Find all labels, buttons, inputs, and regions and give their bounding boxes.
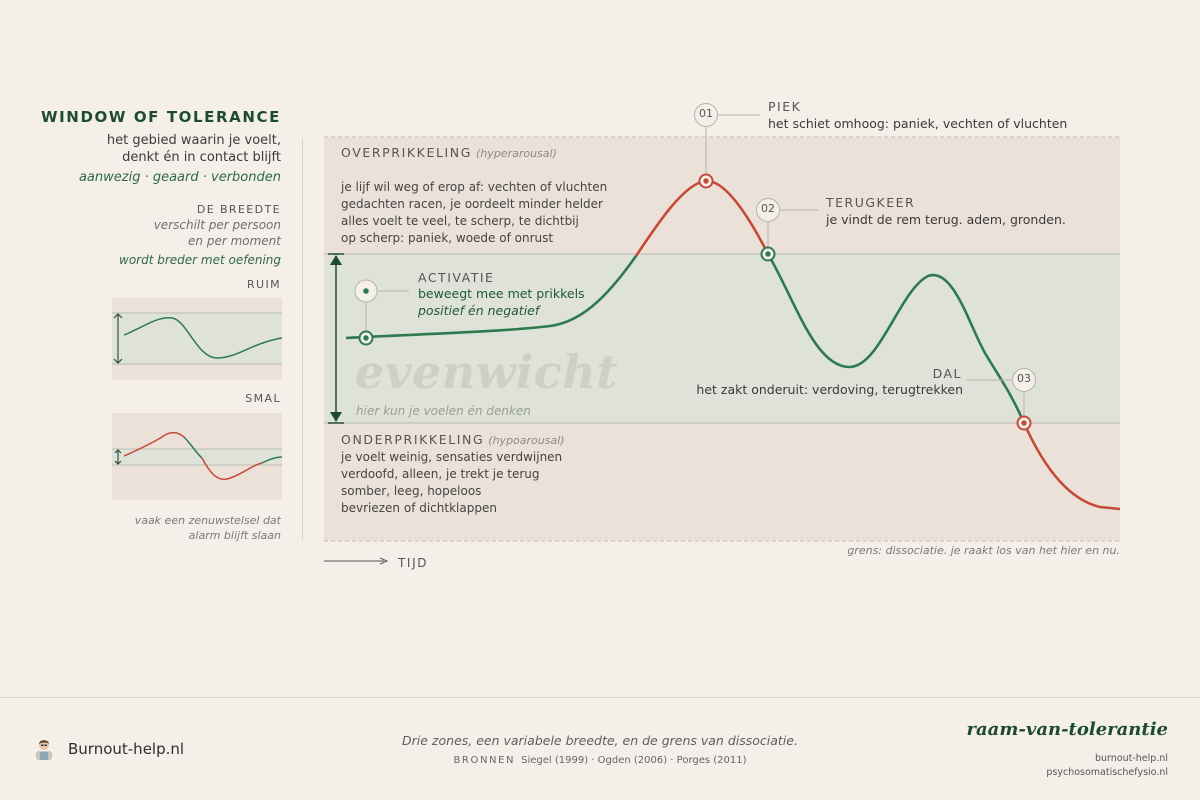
evenwicht-caption: hier kun je voelen én denken bbox=[356, 404, 531, 418]
evenwicht-watermark: evenwicht bbox=[355, 345, 618, 399]
dal-number-badge bbox=[1012, 368, 1036, 392]
sidebar-footnote: vaak een zenuwstelsel dat alarm blijft s… bbox=[135, 513, 281, 543]
arrowhead-up bbox=[330, 255, 342, 265]
over-description: je lijf wil weg of erop af: vechten of v… bbox=[341, 179, 607, 247]
footnote-line: alarm blijft slaan bbox=[188, 529, 281, 542]
sources-list: Siegel (1999) · Ogden (2006) · Porges (2… bbox=[521, 755, 747, 766]
onder-line: bevriezen of dichtklappen bbox=[341, 501, 497, 515]
dal-marker-dot bbox=[1021, 420, 1027, 426]
arrowhead-down bbox=[330, 412, 342, 422]
onder-term: (hypoarousal) bbox=[488, 434, 565, 447]
piek-heading: PIEK bbox=[768, 99, 802, 114]
diagram-slug: raam-van-tolerantie bbox=[966, 719, 1168, 740]
mini-curve-low bbox=[201, 457, 263, 481]
sidebar-subtitle-line: denkt én in contact blijft bbox=[122, 150, 281, 165]
smal-mini-diagram bbox=[112, 413, 282, 500]
over-line: gedachten racen, je oordeelt minder held… bbox=[341, 197, 603, 211]
dal-heading: DAL bbox=[932, 366, 962, 381]
footer-tagline: Drie zones, een variabele breedte, en de… bbox=[402, 733, 798, 748]
mini-arrowheads bbox=[114, 449, 122, 465]
onder-description: je voelt weinig, sensaties verdwijnen ve… bbox=[341, 449, 562, 517]
breedte-tip: wordt breder met oefening bbox=[119, 253, 281, 267]
url-psychosomatischefysio[interactable]: psychosomatischefysio.nl bbox=[1046, 767, 1168, 778]
terugkeer-marker-dot bbox=[765, 251, 771, 257]
smal-label: SMAL bbox=[245, 392, 281, 405]
over-label: OVERPRIKKELING bbox=[341, 145, 473, 160]
activatie-line: beweegt mee met prikkels bbox=[418, 286, 585, 301]
breedte-description: verschilt per persoon en per moment bbox=[154, 218, 281, 249]
onder-line: somber, leeg, hopeloos bbox=[341, 484, 482, 498]
curve-window bbox=[766, 253, 1026, 424]
onder-heading: ONDERPRIKKELING(hypoarousal) bbox=[341, 432, 565, 447]
footnote-line: vaak een zenuwstelsel dat bbox=[134, 514, 281, 527]
curve-activation bbox=[345, 255, 638, 340]
mini-arrowheads bbox=[113, 313, 123, 364]
footer-sources: BRONNEN Siegel (1999) · Ogden (2006) · Po… bbox=[0, 755, 1200, 766]
activatie-marker-dot bbox=[363, 335, 369, 341]
time-axis-label: TIJD bbox=[398, 556, 429, 570]
piek-number: 01 bbox=[699, 107, 713, 120]
ruim-label: RUIM bbox=[246, 278, 281, 291]
sidebar-subtitle-line: het gebied waarin je voelt, bbox=[106, 133, 281, 148]
over-line: je lijf wil weg of erop af: vechten of v… bbox=[341, 180, 608, 194]
onder-line: je voelt weinig, sensaties verdwijnen bbox=[341, 450, 563, 464]
mini-window-zone bbox=[112, 313, 282, 364]
onder-label: ONDERPRIKKELING bbox=[341, 432, 485, 447]
piek-text: het schiet omhoog: paniek, vechten of vl… bbox=[768, 116, 1068, 131]
over-line: alles voelt te veel, te scherp, te dicht… bbox=[341, 214, 579, 228]
piek-number-badge bbox=[694, 103, 718, 127]
window-of-tolerance-diagram bbox=[324, 103, 1121, 565]
footer-divider bbox=[0, 697, 1200, 698]
arrow-right-icon bbox=[379, 557, 389, 565]
ruim-mini-diagram bbox=[112, 298, 282, 380]
zone-window bbox=[324, 254, 1120, 423]
dal-text: het zakt onderuit: verdoving, terugtrekk… bbox=[696, 382, 963, 397]
sidebar-title: WINDOW OF TOLERANCE bbox=[40, 108, 281, 126]
mini-curve-window bbox=[183, 436, 203, 459]
activatie-line-italic: positief én negatief bbox=[418, 303, 540, 318]
url-burnout-help[interactable]: burnout-help.nl bbox=[1094, 753, 1168, 764]
piek-marker-dot bbox=[703, 178, 709, 184]
onder-line: verdoofd, alleen, je trekt je terug bbox=[341, 467, 540, 481]
over-line: op scherp: paniek, woede of onrust bbox=[341, 231, 554, 245]
zone-overprikkeling bbox=[324, 137, 1120, 254]
over-term: (hyperarousal) bbox=[476, 147, 557, 160]
sources-label: BRONNEN bbox=[453, 755, 516, 766]
dissociation-note: grens: dissociatie. je raakt los van het… bbox=[847, 544, 1120, 557]
terugkeer-number-badge bbox=[756, 198, 780, 222]
breedte-heading: DE BREEDTE bbox=[196, 203, 281, 216]
mini-arousal-curve bbox=[123, 317, 282, 359]
breedte-line: en per moment bbox=[188, 233, 281, 248]
terugkeer-number: 02 bbox=[761, 202, 775, 215]
zone-onderprikkeling bbox=[324, 423, 1120, 541]
terugkeer-text: je vindt de rem terug. adem, gronden. bbox=[826, 212, 1066, 227]
activatie-icon-dot bbox=[363, 288, 369, 294]
mini-curve-high bbox=[123, 431, 185, 457]
sidebar-tags: aanwezig · geaard · verbonden bbox=[78, 170, 281, 185]
sidebar-divider bbox=[302, 138, 303, 540]
sidebar-subtitle: het gebied waarin je voelt, denkt én in … bbox=[107, 132, 281, 166]
terugkeer-heading: TERUGKEER bbox=[826, 195, 916, 210]
activatie-heading: ACTIVATIE bbox=[418, 270, 495, 285]
curve-dip bbox=[1022, 422, 1121, 511]
over-heading: OVERPRIKKELING(hyperarousal) bbox=[341, 145, 557, 160]
brand-name: Burnout-help.nl bbox=[68, 740, 185, 758]
mini-window-zone bbox=[112, 449, 282, 465]
mini-curve-return bbox=[261, 456, 282, 464]
person-avatar-icon bbox=[36, 740, 52, 760]
dal-number: 03 bbox=[1017, 372, 1031, 385]
breedte-line: verschilt per persoon bbox=[153, 218, 281, 232]
